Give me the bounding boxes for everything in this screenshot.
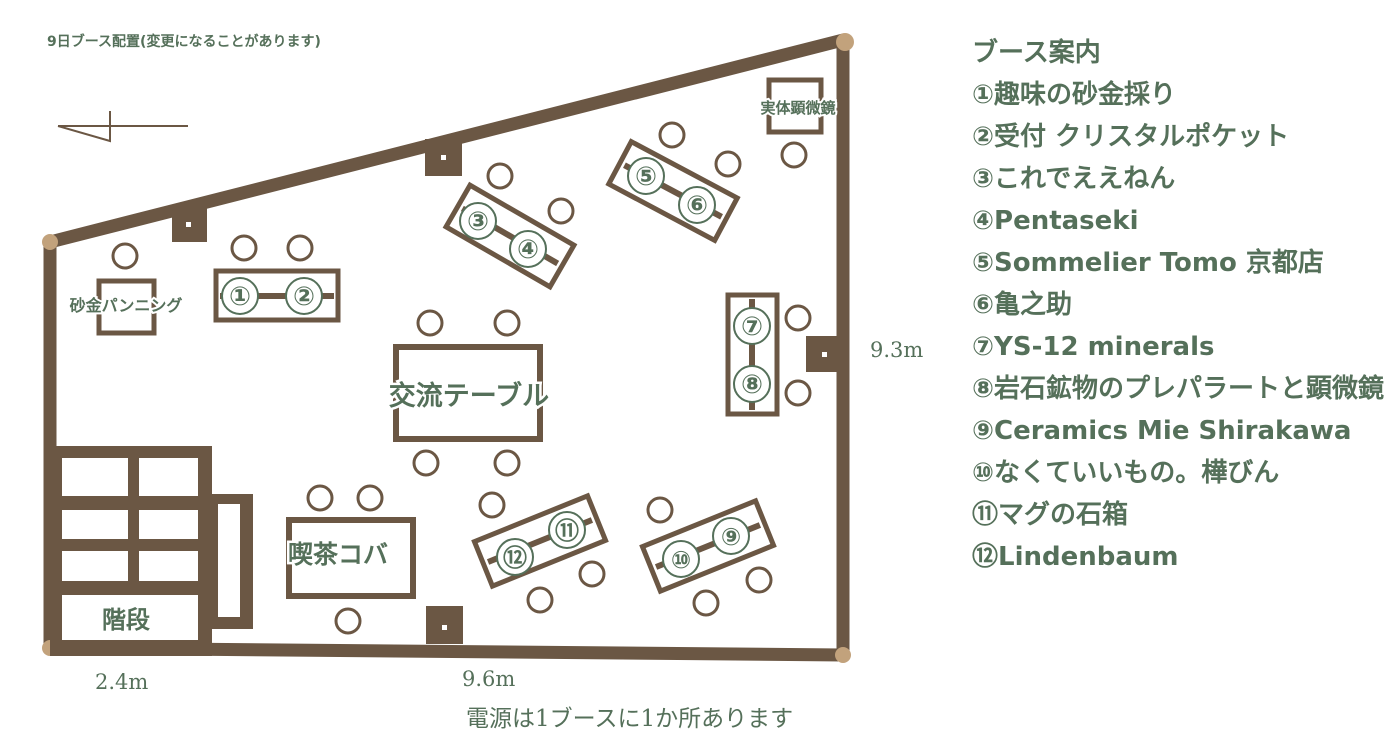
legend-item: ⑫Lindenbaum [972,542,1179,572]
gold-panning-label: 砂金パンニング [70,296,183,315]
table-booth-7-8: ⑦ ⑧ [725,292,812,417]
kissa-koba-label: 喫茶コバ [288,540,388,569]
booth-number-6: ⑥ [686,191,708,221]
table-booth-11-12 [471,492,609,590]
booth-number-3: ③ [467,207,489,237]
stairs-label: 階段 [102,606,150,634]
booth-number-10: ⑩ [671,546,691,574]
legend-item: ⑪マグの石箱 [972,500,1129,530]
power-note: 電源は1ブースに1か所あります [466,706,793,732]
booth-number-7: ⑦ [741,312,763,342]
table-booth-1-2: ① ② [213,234,341,323]
booth-number-9: ⑨ [721,523,741,551]
legend-title: ブース案内 [972,38,1101,68]
stereo-microscope-label: 実体顕微鏡 [760,99,835,117]
exchange-table: 交流テーブル [386,309,552,477]
booth-number-2: ② [293,282,315,312]
stereo-microscope-station: 実体顕微鏡 [758,77,838,169]
table-booth-9-10 [639,497,777,595]
legend-item: ③これでええねん [972,164,1176,194]
exchange-table-label: 交流テーブル [389,380,549,412]
booth-number-1: ① [229,282,251,312]
legend-item: ⑨Ceramics Mie Shirakawa [972,416,1352,446]
direction-mark [57,111,188,143]
legend-item: ⑥亀之助 [972,290,1073,320]
booth-number-8: ⑧ [741,370,763,400]
legend-item: ②受付 クリスタルポケット [972,122,1290,152]
kissa-koba-table: 喫茶コバ [285,484,416,635]
bottom-width-measurement: 9.6m [462,667,515,691]
booth-number-12: ⑫ [503,544,527,572]
stairs-block: 階段 [50,446,253,656]
gold-panning-station: 砂金パンニング [68,242,184,336]
booth-number-11: ⑪ [555,517,579,545]
height-measurement: 9.3m [870,338,923,362]
legend-item: ⑤Sommelier Tomo 京都店 [972,248,1324,278]
legend-item: ⑦YS-12 minerals [972,332,1215,362]
plan-title: 9日ブース配置(変更になることがあります) [47,33,321,50]
legend-item: ⑩なくていいもの。樺びん [972,458,1280,488]
booth-number-4: ④ [517,235,539,265]
legend-item: ⑧岩石鉱物のプレパラートと顕微鏡 [972,374,1385,404]
left-width-measurement: 2.4m [95,670,148,694]
legend-item: ①趣味の砂金採り [972,80,1177,110]
legend-item: ④Pentaseki [972,206,1139,236]
booth-number-5: ⑤ [635,162,657,192]
booth-legend: ブース案内 ①趣味の砂金採り ②受付 クリスタルポケット ③これでええねん ④P… [972,32,1392,578]
